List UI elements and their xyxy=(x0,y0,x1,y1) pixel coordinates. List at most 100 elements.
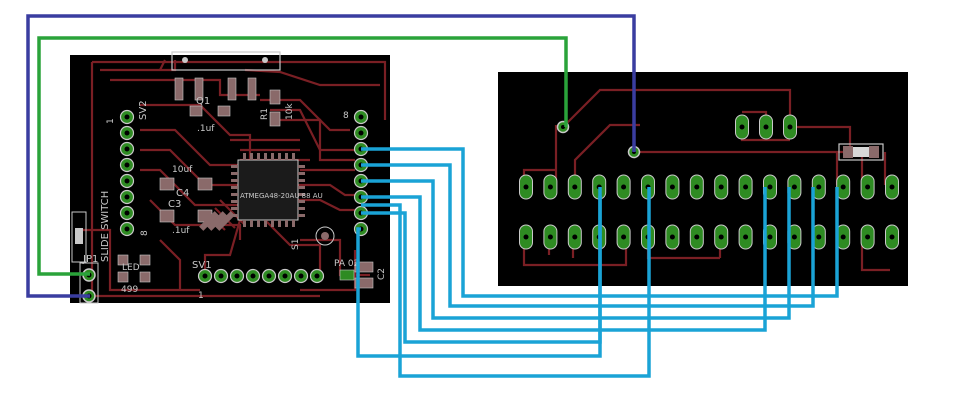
display-top-pad-hole xyxy=(739,124,745,130)
label-c2: C2 xyxy=(377,268,387,280)
label-c3-value: .1uf xyxy=(172,226,190,236)
label-r-value: 499 xyxy=(121,285,138,295)
display-pin-top-hole xyxy=(523,184,529,190)
mcu-pin xyxy=(231,172,238,175)
mcu-pin xyxy=(243,153,246,160)
mcu-pin xyxy=(231,214,238,217)
sv1-pin-hole xyxy=(250,273,256,279)
display-pin-top-hole xyxy=(889,184,895,190)
mcu-pin xyxy=(278,153,281,160)
sv2-pin-hole xyxy=(124,226,130,232)
mcu-pin xyxy=(285,220,288,227)
mount-hole xyxy=(262,57,268,63)
mcu-pin xyxy=(250,153,253,160)
label-mcu: ATMEGA48-20AU 88 AU xyxy=(240,192,323,200)
slide-switch-outline xyxy=(71,211,87,263)
s1-component xyxy=(315,226,335,246)
display-pin-bottom-hole xyxy=(572,234,578,240)
display-top-pad-hole xyxy=(787,124,793,130)
display-top-pads xyxy=(735,114,797,140)
display-pin-top-hole xyxy=(840,184,846,190)
mcu-chip xyxy=(231,153,305,227)
display-board xyxy=(498,72,908,286)
display-pin-bottom-hole xyxy=(889,234,895,240)
s1-center xyxy=(321,232,329,240)
display-pin-bottom-hole xyxy=(669,234,675,240)
display-pin-bottom-hole xyxy=(840,234,846,240)
sv2-pin-hole xyxy=(124,114,130,120)
wire-blue xyxy=(361,179,791,320)
display-pin-top-hole xyxy=(791,184,797,190)
main-board: SV2 1 8 Q1 .1uf R1 10k 10uf C4 C3 .1uf A… xyxy=(70,51,390,304)
label-sv2: SV2 xyxy=(138,100,149,120)
sv2-pin-hole xyxy=(124,162,130,168)
header-pin-hole xyxy=(358,114,364,120)
display-pin-top-hole xyxy=(743,184,749,190)
mcu-pin xyxy=(298,207,305,210)
sv2-pin-hole xyxy=(124,146,130,152)
mcu-pin xyxy=(231,193,238,196)
mcu-pin xyxy=(264,153,267,160)
display-pin-top-hole xyxy=(547,184,553,190)
sv1-pin-hole xyxy=(218,273,224,279)
mcu-pin xyxy=(278,220,281,227)
mcu-pin xyxy=(298,193,305,196)
mcu-pin xyxy=(231,186,238,189)
display-pin-bottom-hole xyxy=(621,234,627,240)
display-pin-bottom-hole xyxy=(865,234,871,240)
diagonal-pads xyxy=(199,211,235,231)
sv1-pin-hole xyxy=(314,273,320,279)
display-pin-bottom-hole xyxy=(816,234,822,240)
display-pin-top-hole xyxy=(718,184,724,190)
display-pin-bottom-hole xyxy=(523,234,529,240)
mcu-pin xyxy=(264,220,267,227)
mcu-pin xyxy=(298,179,305,182)
display-board-traces xyxy=(522,88,890,272)
wire-purple xyxy=(26,14,636,298)
display-pin-top-hole xyxy=(694,184,700,190)
mcu-pin xyxy=(292,220,295,227)
sv2-pin-hole xyxy=(124,130,130,136)
label-sv2-pin1: 1 xyxy=(106,118,116,124)
label-s1: S1 xyxy=(291,239,301,250)
label-q1: Q1 xyxy=(196,96,210,107)
label-r1: R1 xyxy=(260,108,270,120)
mcu-pin xyxy=(250,220,253,227)
sv1-pin-hole xyxy=(234,273,240,279)
mcu-pin xyxy=(231,165,238,168)
label-c4-value: 10uf xyxy=(172,165,193,175)
slide-switch-body xyxy=(75,228,83,244)
wire-blue xyxy=(356,196,602,358)
sv2-pin-hole xyxy=(124,194,130,200)
mcu-pin xyxy=(285,153,288,160)
label-jp1: JP1 xyxy=(82,254,98,265)
mcu-pin xyxy=(257,153,260,160)
sv2-pin-hole xyxy=(124,210,130,216)
wire-blue xyxy=(361,187,767,332)
display-pin-top-hole xyxy=(572,184,578,190)
mcu-pin xyxy=(298,200,305,203)
wires xyxy=(26,14,839,378)
display-resistor xyxy=(838,143,884,161)
mcu-pin xyxy=(257,220,260,227)
display-pin-bottom-hole xyxy=(791,234,797,240)
mcu-pin xyxy=(231,179,238,182)
connector-outline xyxy=(171,51,281,71)
mcu-pin xyxy=(298,172,305,175)
display-pin-bottom-hole xyxy=(547,234,553,240)
mcu-pin xyxy=(298,214,305,217)
label-q1-value: .1uf xyxy=(197,124,215,134)
mcu-pin xyxy=(298,165,305,168)
display-pin-top-hole xyxy=(865,184,871,190)
display-pin-rows xyxy=(519,174,899,250)
via-green-hole xyxy=(561,125,565,129)
header-pin-hole xyxy=(358,130,364,136)
wire-blue xyxy=(361,147,839,298)
display-pin-top-hole xyxy=(669,184,675,190)
sv1-pin-hole xyxy=(202,273,208,279)
label-slide-switch: SLIDE SWITCH xyxy=(100,191,111,262)
sv2-header xyxy=(119,109,135,237)
mcu-pin xyxy=(231,207,238,210)
label-sv1-pin1: 1 xyxy=(198,291,204,301)
